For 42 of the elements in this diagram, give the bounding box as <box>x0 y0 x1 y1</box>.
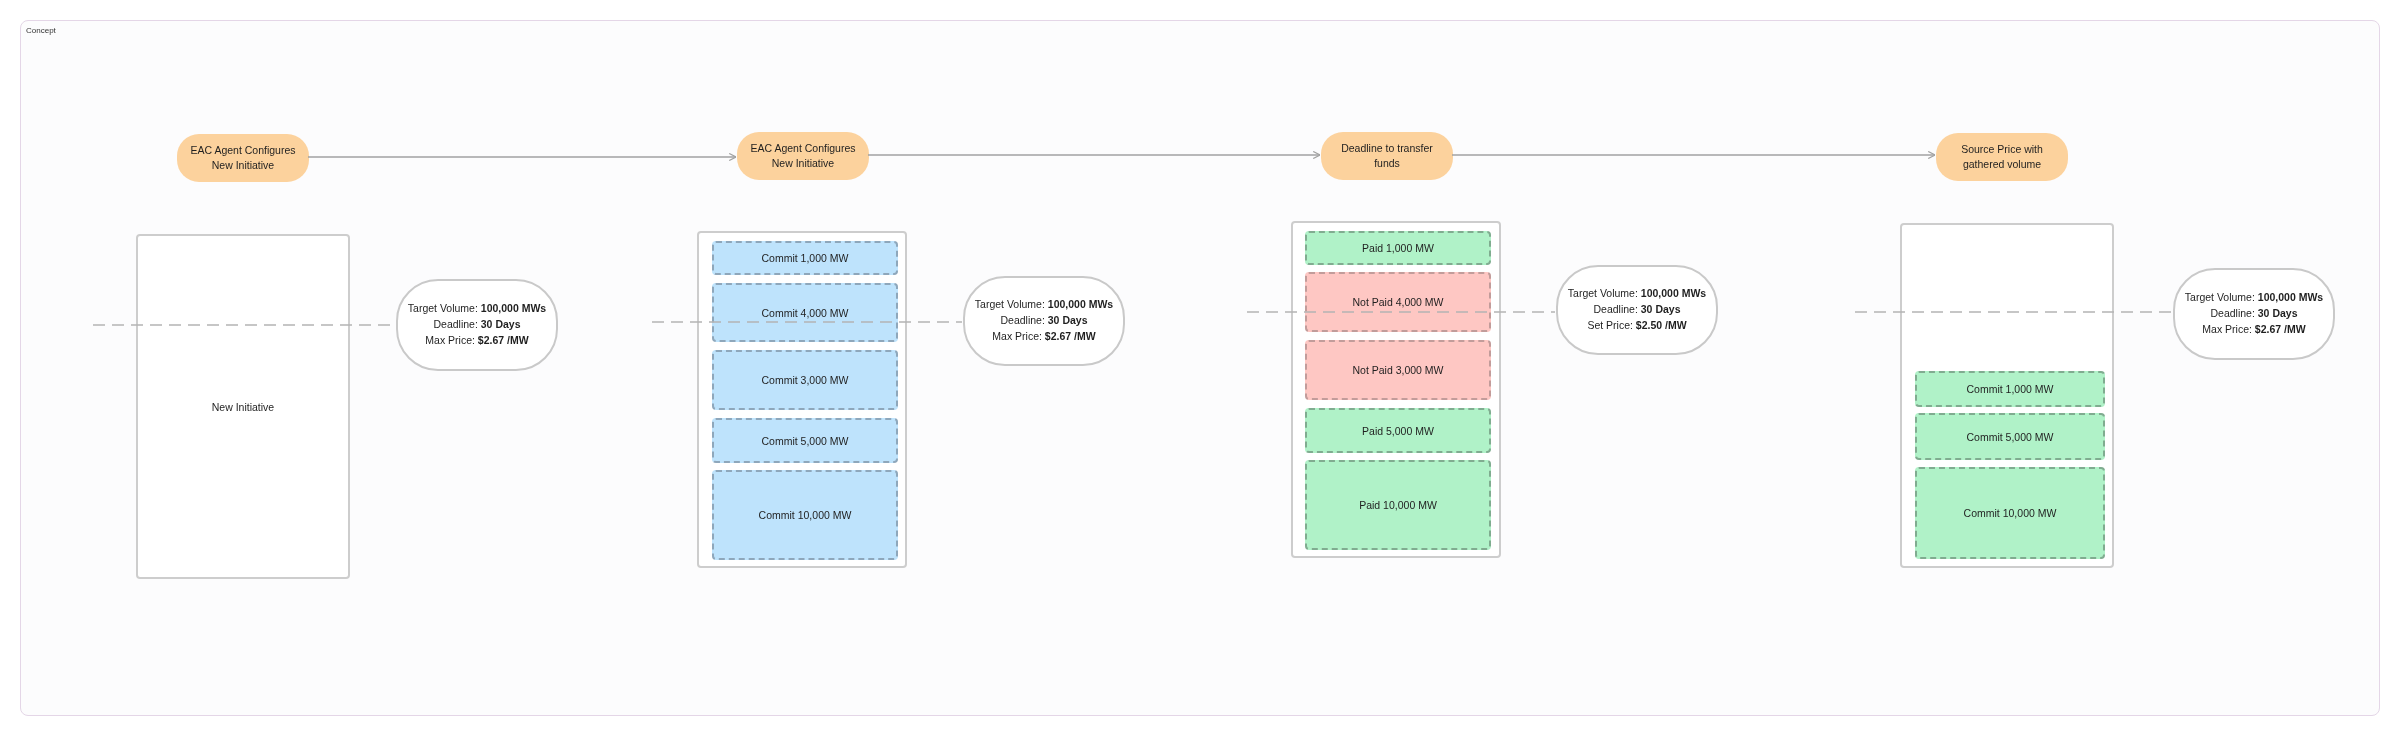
commitment-card: Commit 10,000 MW <box>1915 467 2105 559</box>
info-line: Max Price: $2.67 /MW <box>992 328 1096 344</box>
flow-arrow <box>307 152 737 162</box>
info-line: Max Price: $2.67 /MW <box>425 332 529 348</box>
column-panel <box>136 234 350 579</box>
dashed-connector <box>651 321 963 323</box>
info-line: Target Volume: 100,000 MWs <box>2184 290 2324 306</box>
commitment-card: Paid 5,000 MW <box>1305 408 1491 453</box>
flow-arrow <box>867 150 1321 160</box>
commitment-card: Not Paid 3,000 MW <box>1305 340 1491 400</box>
flow-arrow <box>1451 150 1936 160</box>
commitment-card: Paid 1,000 MW <box>1305 231 1491 265</box>
step-pill: EAC Agent Configures New Initiative <box>177 134 309 182</box>
column-panel <box>1900 223 2114 568</box>
info-line: Target Volume: 100,000 MWs <box>1567 286 1707 302</box>
info-line: Deadline: 30 Days <box>2210 306 2298 322</box>
column-panel <box>1291 221 1501 558</box>
step-pill: Source Price with gathered volume <box>1936 133 2068 181</box>
commitment-card: Paid 10,000 MW <box>1305 460 1491 550</box>
commitment-card: Commit 5,000 MW <box>1915 413 2105 460</box>
commitment-card: Commit 1,000 MW <box>1915 371 2105 407</box>
frame-title: Concept <box>26 26 56 35</box>
info-line: Deadline: 30 Days <box>1000 313 1088 329</box>
info-line: Deadline: 30 Days <box>433 317 521 333</box>
panel-label: New Initiative <box>211 400 275 413</box>
commitment-card: Commit 5,000 MW <box>712 418 898 463</box>
info-line: Target Volume: 100,000 MWs <box>974 297 1114 313</box>
info-line: Max Price: $2.67 /MW <box>2202 321 2306 337</box>
canvas-frame <box>20 20 2380 716</box>
dashed-connector <box>1854 311 2173 313</box>
column-panel <box>697 231 907 568</box>
step-pill: Deadline to transfer funds <box>1321 132 1453 180</box>
info-line: Target Volume: 100,000 MWs <box>407 301 547 317</box>
commitment-card: Commit 3,000 MW <box>712 350 898 410</box>
dashed-connector <box>1246 311 1556 313</box>
info-line: Deadline: 30 Days <box>1593 302 1681 318</box>
commitment-card: Commit 1,000 MW <box>712 241 898 275</box>
commitment-card: Commit 4,000 MW <box>712 283 898 342</box>
commitment-card: Commit 10,000 MW <box>712 470 898 560</box>
info-line: Set Price: $2.50 /MW <box>1587 317 1687 333</box>
commitment-card: Not Paid 4,000 MW <box>1305 272 1491 332</box>
step-pill: EAC Agent Configures New Initiative <box>737 132 869 180</box>
